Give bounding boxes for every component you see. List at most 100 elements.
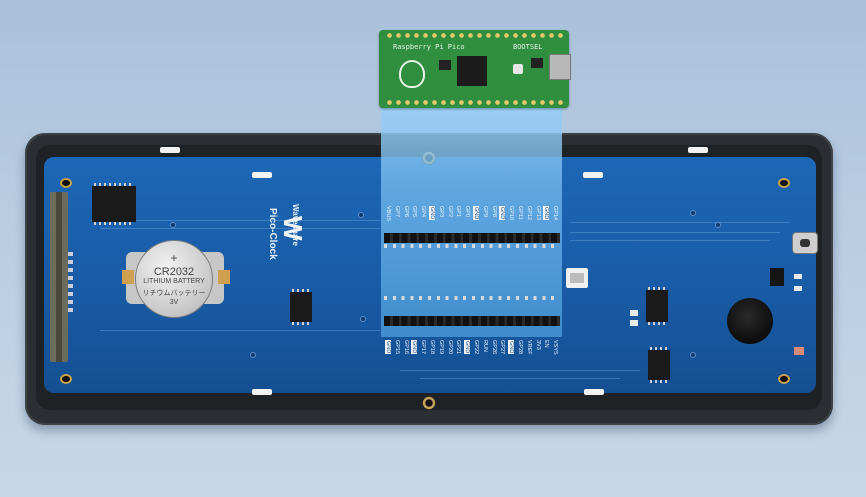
battery-type-jp: リチウムバッテリー [142,290,206,297]
pin-label-text: GP6 [402,206,409,218]
pin-label-text: GP7 [393,206,400,218]
pin-label: GP9 [481,206,490,218]
waveshare-logo: W [278,216,308,241]
pin-label-text: GP5 [411,206,418,218]
via [170,222,176,228]
pin-label-text: VREF [525,340,532,355]
pin-label: GND [410,340,419,355]
resistor [630,320,638,326]
pico-pads-bottom [385,99,563,106]
pcb-trace [570,232,780,233]
pin-label: GP15 [393,340,402,354]
pin-label: GP28 [516,340,525,355]
pin-label-text: GP2 [446,206,453,218]
pin-label: GP4 [419,206,428,218]
display-connector [50,192,73,362]
pin-label-text: RUN [481,340,488,352]
pin-label: GP16 [402,340,411,354]
case-slot [583,172,603,178]
pin-label: GP22 [472,340,481,355]
resistor [794,274,802,279]
rp2040-chip [457,56,487,86]
pin-label: GP18 [428,340,437,354]
case-slot [584,389,604,395]
pin-label-text: VSYS [552,340,559,355]
pin-label-text: GND [464,340,471,355]
pin-label: GP10 [507,206,516,221]
highlight-beam [381,108,562,337]
via [250,352,256,358]
pin-label: 3V3 [534,340,543,352]
pin-label: GND [428,206,437,221]
pin-label-text: GP27 [499,340,506,355]
pin-label-text: GND [428,206,435,221]
driver-chip [290,289,312,325]
pin-label: EN [542,340,551,352]
driver-chip-lower [648,347,670,383]
pin-label: GP2 [446,206,455,218]
pico-silkscreen: Raspberry Pi Pico [393,43,465,51]
screw-hole-bottom [422,396,436,410]
pin-label: GP1 [454,206,463,218]
small-connector [566,268,588,288]
battery-plus: + [170,251,178,265]
pin-label-text: GP0 [464,206,471,218]
pin-label: GND [498,206,507,221]
buzzer [727,298,773,344]
pin-label-text: GP11 [516,206,523,220]
battery-model: CR2032 [153,266,195,278]
via [690,352,696,358]
pcb-trace [570,222,790,223]
pin-label-text: GP22 [472,340,479,355]
pin-label-text: GP28 [516,340,523,355]
battery-voltage: 3V [169,299,179,306]
pin-label-text: GP1 [455,206,462,218]
pin-header-bottom-pins [384,296,560,300]
pin-label: GP0 [463,206,472,218]
raspberry-pi-pico: Raspberry Pi Pico BOOTSEL [379,30,571,108]
pin-label: GP7 [393,206,402,218]
pico-flash-chip [439,60,451,70]
bootsel-button [513,64,523,74]
pin-label-text: GP19 [437,340,444,355]
pin-label: GP12 [525,206,534,220]
pin-label-text: GP14 [552,206,559,221]
resistor [630,310,638,316]
pin-label-text: GND [385,340,391,355]
pin-label: GP26 [490,340,499,354]
mounting-hole [778,178,790,188]
pcb-trace [420,378,620,379]
pin-label: VBUS [384,206,393,221]
pin-label: GP14 [551,206,560,221]
pin-label: RUN [481,340,490,352]
pico-pads-top [385,32,563,39]
mounting-hole [60,178,72,188]
pin-label: GP19 [437,340,446,355]
pin-label: GP27 [498,340,507,355]
case-slot [252,172,272,178]
coin-cell-battery: + CR2032 LITHIUM BATTERY リチウムバッテリー 3V [122,240,230,320]
pin-label-text: GND [543,206,550,221]
battery-type: LITHIUM BATTERY [143,278,205,285]
pin-label-text: GP9 [481,206,488,218]
pin-label-text: GND [499,206,506,221]
mounting-hole [60,374,72,384]
pin-label: GND [542,206,551,221]
pcb-trace [400,370,640,371]
pin-label-text: GP10 [508,206,515,221]
case-slot [252,389,272,395]
pin-label: VREF [525,340,534,355]
raspberry-logo-icon [399,60,425,88]
pin-label: GND [463,340,472,355]
pin-label-text: GP8 [490,206,497,218]
pin-label-text: 3V3 [534,340,541,350]
pin-label: GP13 [534,206,543,220]
pin-label-text: GND [508,340,515,355]
pin-label-text: GP17 [420,340,427,355]
pico-bootsel-label: BOOTSEL [513,43,543,51]
rtc-chip [92,183,136,225]
battery-tab [122,270,134,284]
